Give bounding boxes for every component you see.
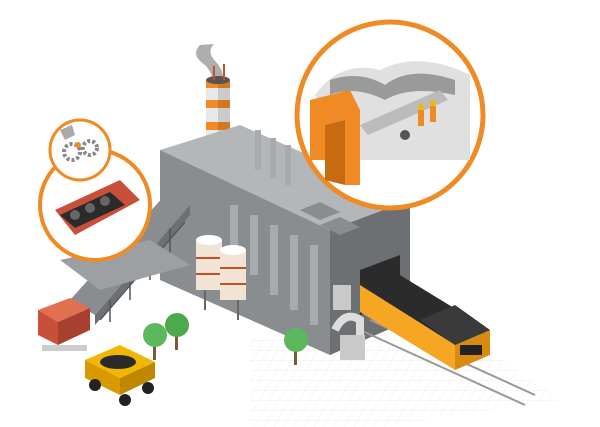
coal-conveyor bbox=[60, 195, 190, 325]
filter-pipes bbox=[331, 312, 365, 360]
freight-train bbox=[359, 272, 536, 406]
crusher bbox=[38, 298, 90, 351]
dump-truck bbox=[85, 345, 155, 406]
gear-icon bbox=[81, 139, 99, 157]
silos bbox=[196, 235, 246, 320]
mine-detail-callout bbox=[294, 19, 486, 211]
trees bbox=[143, 313, 308, 365]
gear-icon bbox=[62, 142, 82, 162]
gear-detail-callout bbox=[48, 118, 112, 182]
